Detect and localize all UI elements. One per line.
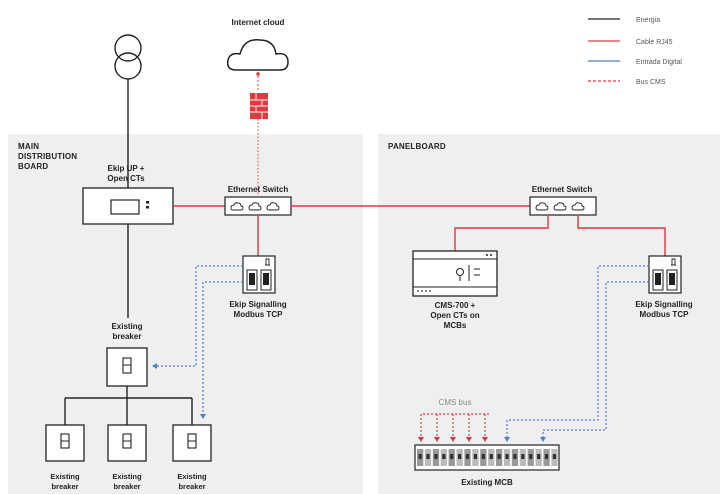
mcb-module-toggle [442,454,446,459]
bottom-breaker-1-label-2: breaker [51,482,78,491]
digital-input-line-right-1 [506,265,649,440]
mcb-module-toggle [458,454,462,459]
mcb-cells [417,449,558,466]
digital-input-arrow-right-1 [504,437,510,442]
bottom-breaker-1-label-1: Existing [50,472,80,481]
mcb-module-toggle [497,454,501,459]
cms700-device[interactable] [412,250,498,297]
cms700-label-2: Open CTs on [430,311,479,320]
bottom-breaker-3[interactable] [172,424,212,462]
mcb-module-toggle [450,454,454,459]
mcb-module-toggle [544,454,549,459]
digital-input-line-right-2 [542,281,649,440]
ekip-up-label-1: Ekip UP + [108,164,145,173]
internet-cloud-label: Internet cloud [232,18,285,27]
signal-right-label-1: Ekip Signalling [635,300,692,309]
ekip-signalling-right[interactable] [648,255,682,294]
rj45-line-switch-cms [454,215,549,251]
legend-label-rj45: Cable RJ45 [636,39,673,46]
legend-label-energy: Energia [636,17,660,24]
cloud-icon [226,39,289,71]
cms700-label-3: MCBs [444,321,467,330]
mcb-module-toggle [513,454,517,459]
main-board-title-3: BOARD [18,162,48,171]
cms-bus-label: CMS bus [439,398,472,407]
signal-right-label-2: Modbus TCP [640,310,690,319]
mcb-module-toggle [521,454,525,459]
existing-breaker-label-1: Existing [111,322,142,331]
signal-left-label-2: Modbus TCP [234,310,284,319]
bottom-breaker-2[interactable] [107,424,147,462]
panelboard-title: PANELBOARD [388,142,446,151]
switch-right-label: Ethernet Switch [532,185,593,194]
signal-left-label-1: Ekip Signalling [229,300,286,309]
digital-input-arrow-right-2 [540,437,546,442]
mcb-module-toggle [505,454,509,459]
bottom-breaker-3-label-1: Existing [177,472,207,481]
existing-mcb-strip[interactable] [414,444,560,471]
ethernet-switch-left[interactable] [224,196,292,216]
mcb-module-toggle [434,454,438,459]
legend-label-digital: Entrada Digital [636,59,682,66]
cms-bus-lines [420,413,489,440]
firewall-icon [250,93,268,119]
bottom-breaker-2-label-1: Existing [112,472,142,481]
bottom-breaker-2-label-2: breaker [113,482,140,491]
mcb-module-toggle [418,454,422,459]
existing-breaker-device[interactable] [106,347,148,387]
ethernet-switch-right[interactable] [529,196,597,216]
mcb-module-toggle [481,454,485,459]
cms-bus-arrows [418,437,488,442]
bottom-breaker-1[interactable] [45,424,85,462]
rj45-line-switch-signal-right [577,215,666,256]
transformer-icon [114,34,142,80]
mcb-module-toggle [529,454,533,459]
digital-input-line-left-2 [202,281,243,418]
ekip-up-label-2: Open CTs [107,174,145,183]
digital-input-line-left-1 [152,265,243,367]
ekip-up-device[interactable] [82,187,174,225]
existing-mcb-label: Existing MCB [461,478,513,487]
mcb-module-toggle [537,454,541,459]
legend-label-cms-bus: Bus CMS [636,79,666,86]
mcb-module-toggle [426,454,430,459]
existing-breaker-label-2: breaker [113,332,142,341]
ekip-signalling-left[interactable] [242,255,276,294]
mcb-module-toggle [489,454,493,459]
panelboard-area [378,134,720,494]
mcb-module-toggle [465,454,470,459]
main-board-title-2: DISTRIBUTION [18,152,77,161]
digital-input-arrow-left-2 [200,414,206,419]
digital-input-arrow-left-1 [152,363,157,369]
switch-left-label: Ethernet Switch [228,185,289,194]
mcb-module-toggle [473,454,478,459]
main-board-title-1: MAIN [18,142,39,151]
cms700-label-1: CMS-700 + [435,301,476,310]
mcb-module-toggle [552,454,557,459]
cloud-connector-dot [256,72,260,76]
bottom-breaker-3-label-2: breaker [178,482,205,491]
legend: Energia Cable RJ45 Entrada Digital Bus C… [588,17,682,86]
